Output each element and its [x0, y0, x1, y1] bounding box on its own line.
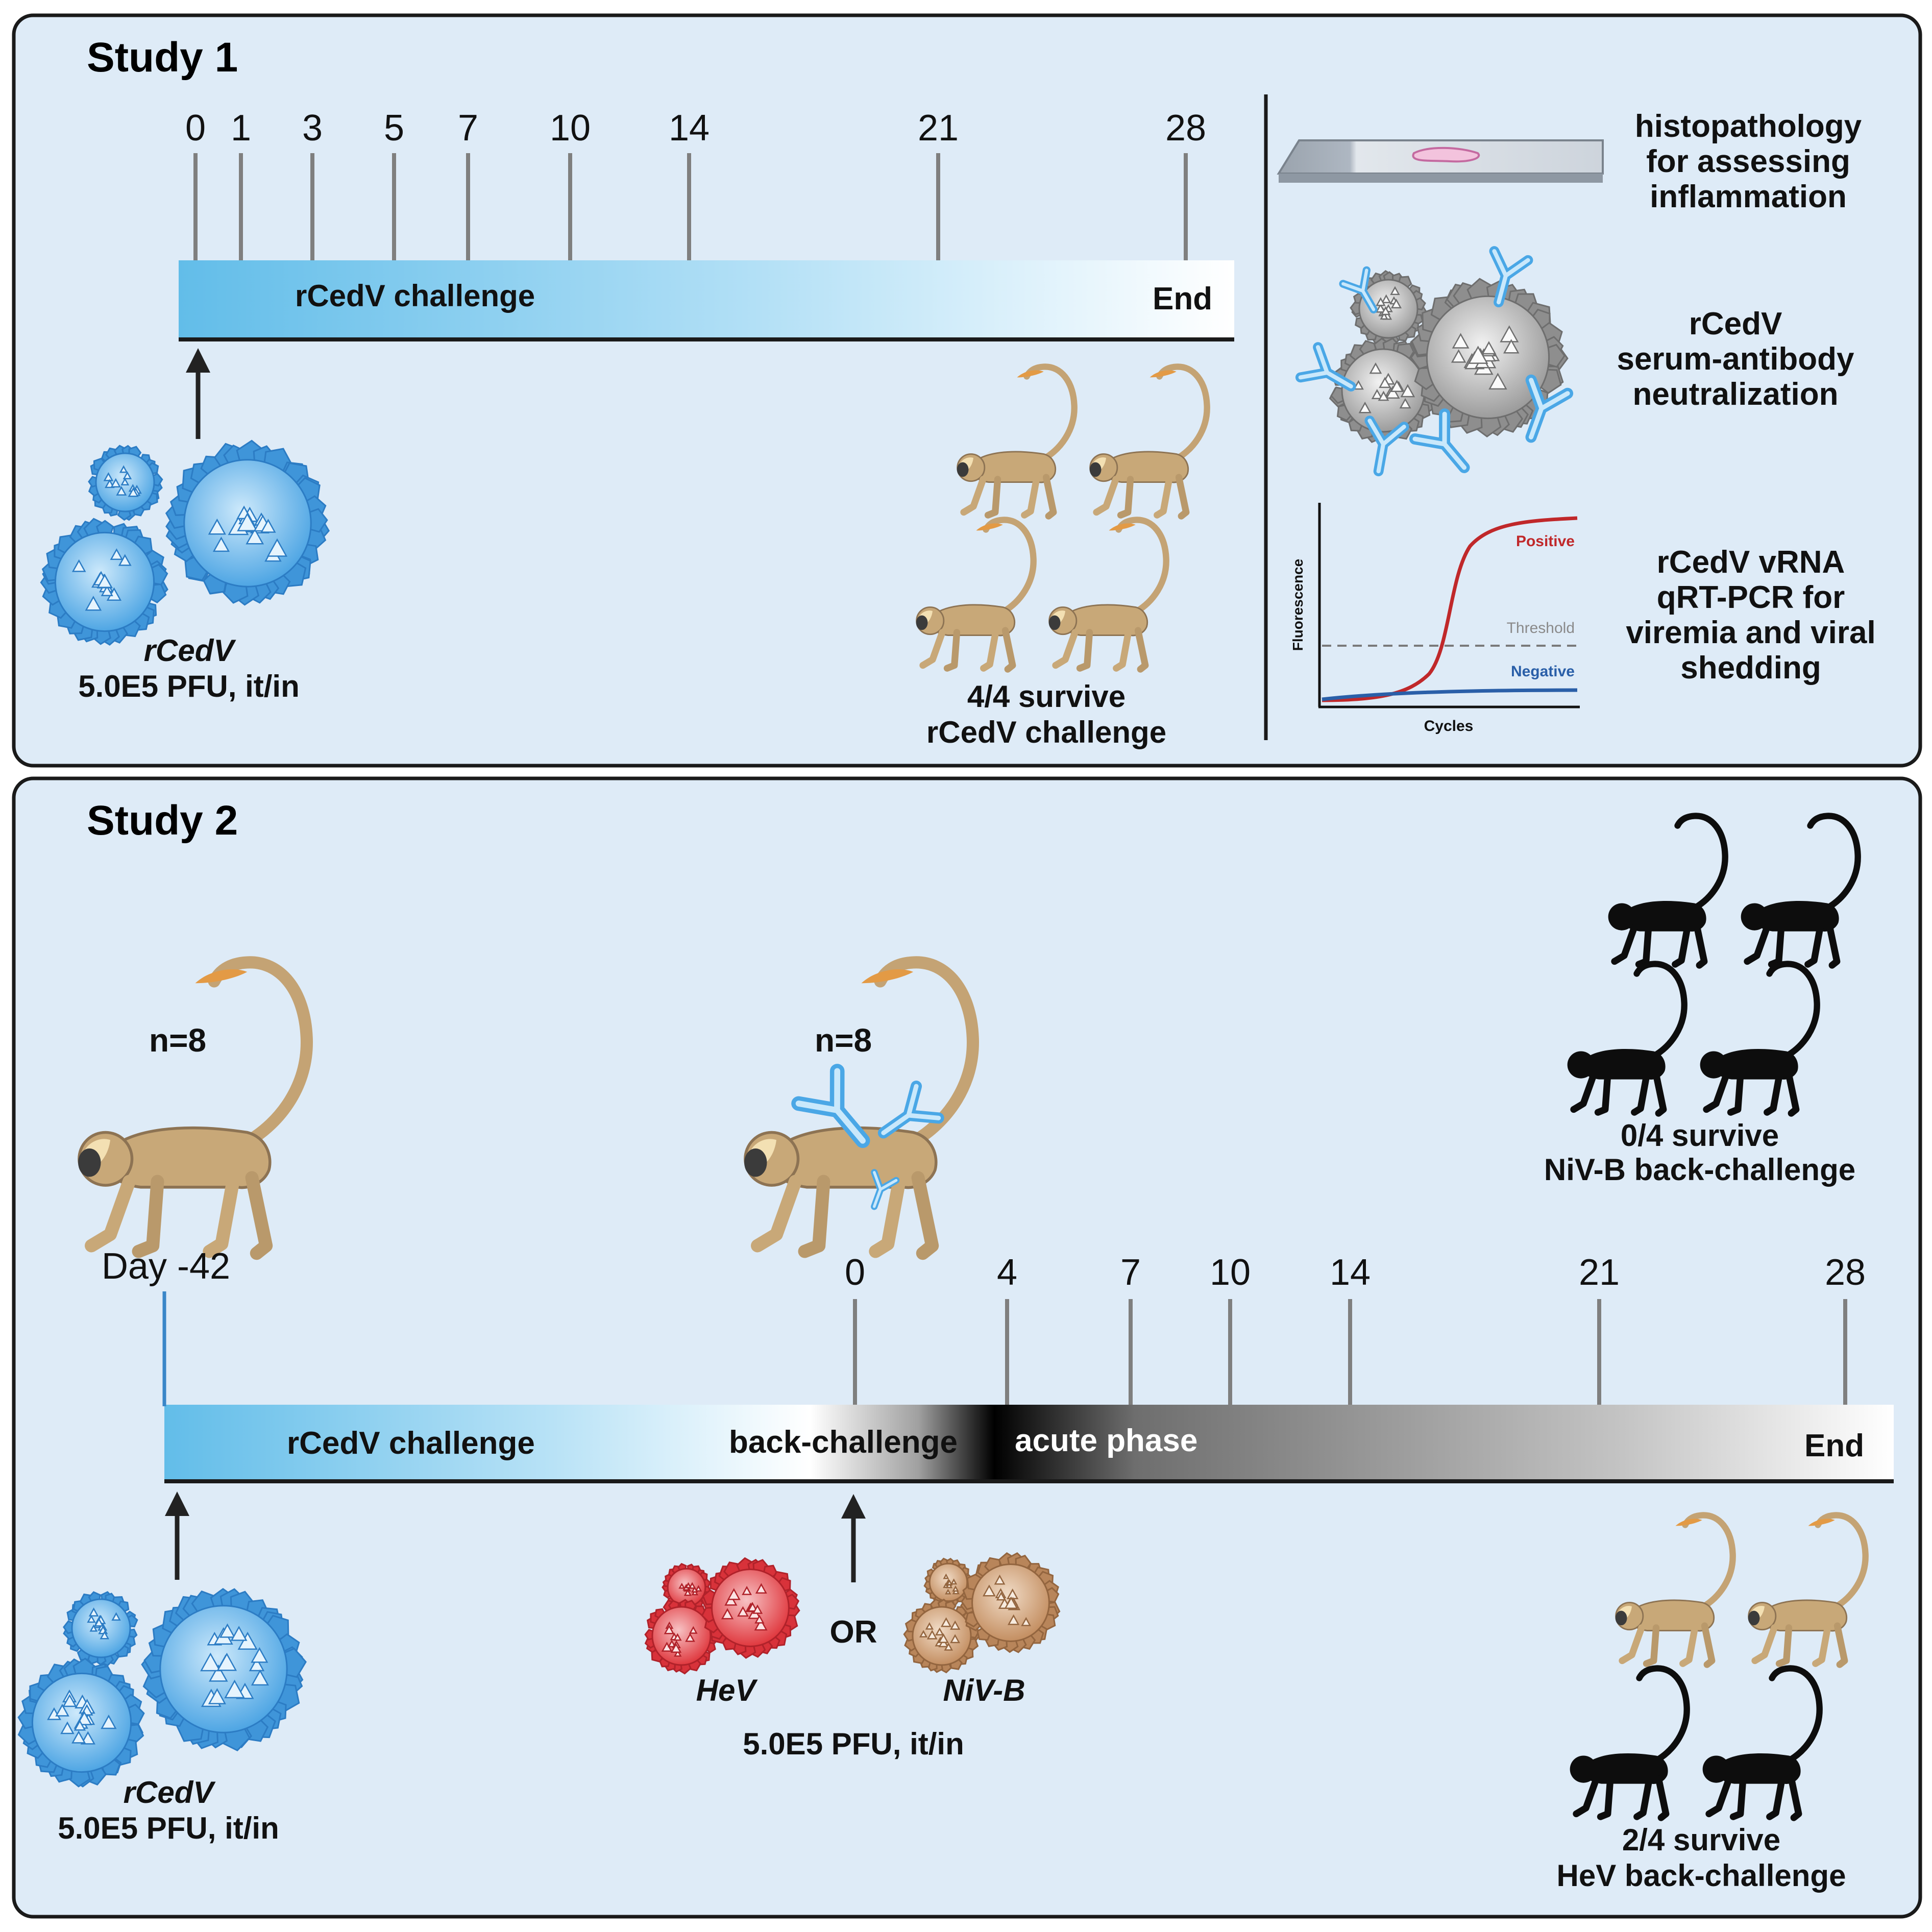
assay3-line1: rCedV vRNA [1657, 545, 1845, 580]
study2-rcedv-bar [164, 1405, 810, 1481]
study2-bar-label-1: rCedV challenge [287, 1426, 535, 1461]
assay1-line2: for assessing [1646, 144, 1850, 179]
virus-particle [662, 1562, 712, 1612]
study2-tick-label-day-28: 28 [1825, 1252, 1866, 1293]
virus-particle [923, 1557, 973, 1608]
virus-particle [644, 1599, 719, 1675]
qpcr-negative-label: Negative [1511, 663, 1575, 680]
qpcr-plot-icon: Positive Threshold Negative Cycles Fluor… [1290, 503, 1580, 735]
study1-challenge-bar [179, 260, 1234, 339]
niv-virus-icon [903, 1552, 1061, 1674]
study2-tick-label-day-4: 4 [997, 1252, 1017, 1293]
study1-tick-label-day-0: 0 [185, 108, 206, 149]
qpcr-negative-curve [1322, 688, 1578, 701]
study2-tick-label-day-14: 14 [1330, 1252, 1371, 1293]
virus-particle [141, 1587, 307, 1752]
study1-tick-label-day-28: 28 [1165, 108, 1206, 149]
study1-tick-label-day-1: 1 [231, 108, 251, 149]
histology-slide-icon [1277, 139, 1604, 183]
study1-bar-label: rCedV challenge [295, 279, 535, 313]
study1-tick-label-day-5: 5 [384, 108, 404, 149]
study1-end-label: End [1153, 281, 1212, 316]
study2-end-label: End [1804, 1428, 1864, 1463]
virus-particle [700, 1557, 800, 1659]
virus-particle [88, 445, 163, 521]
virus-particle [960, 1552, 1061, 1653]
virus-particle [17, 1657, 145, 1788]
qpcr-xlabel: Cycles [1424, 718, 1474, 735]
study1-inoculum-dose: 5.0E5 PFU, it/in [78, 669, 299, 703]
study2-hev-survival-line1: 2/4 survive [1622, 1823, 1780, 1857]
study2-hev-survival-line2: HeV back-challenge [1557, 1858, 1846, 1893]
assay1-line1: histopathology [1635, 109, 1862, 144]
study2-hev-label: HeV [696, 1673, 759, 1707]
study2-tick-label-day-21: 21 [1579, 1252, 1620, 1293]
virus-particle [165, 439, 330, 606]
study2-bar-label-3: acute phase [1015, 1423, 1197, 1458]
study2-day-ticks: 0 4 7 10 14 21 28 [845, 1252, 1866, 1405]
study2-niv-survival-line1: 0/4 survive [1621, 1118, 1779, 1153]
qpcr-ylabel: Fluorescence [1290, 559, 1306, 651]
virus-particle [63, 1591, 138, 1667]
antibody-neutralization-icon [1301, 251, 1568, 480]
study1-tick-label-day-21: 21 [918, 108, 959, 149]
study1-tick-label-day-14: 14 [669, 108, 710, 149]
qpcr-positive-label: Positive [1516, 533, 1575, 550]
study2-niv-label: NiV-B [943, 1673, 1025, 1707]
assay2-line3: neutralization [1632, 377, 1838, 412]
study1-title: Study 1 [87, 34, 238, 81]
study1-tick-label-day-3: 3 [302, 108, 323, 149]
study1-tick-label-day-10: 10 [550, 108, 591, 149]
study2-or-label: OR [830, 1615, 877, 1650]
hev-virus-icon [644, 1557, 800, 1675]
study2-n-label-1: n=8 [149, 1022, 206, 1059]
assay3-line4: shedding [1680, 650, 1821, 686]
rcedv-virus-icon [17, 1587, 307, 1788]
study2-acute-bar [810, 1405, 1894, 1481]
study2-rcedv-arrow [165, 1491, 189, 1580]
qpcr-threshold-label: Threshold [1507, 620, 1575, 637]
assay2-line1: rCedV [1689, 306, 1782, 341]
study1-tick-label-day-7: 7 [458, 108, 478, 149]
study2-panel: Study 2 n=8 n=8 0/4 survive NiV-B back-c… [12, 776, 1922, 1919]
study1-inoculation-arrow [186, 348, 210, 439]
assay3-line3: viremia and viral [1626, 615, 1875, 650]
study1-panel-frame [12, 13, 1922, 768]
assay3-line2: qRT-PCR for [1657, 580, 1845, 615]
study1-survival-line1: 4/4 survive [967, 679, 1126, 714]
study1-survival-line2: rCedV challenge [926, 715, 1166, 749]
study2-inoculum-name: rCedV [124, 1775, 216, 1809]
study2-tick-label-day-0: 0 [845, 1252, 865, 1293]
assay1-line3: inflammation [1650, 179, 1847, 214]
study2-niv-survival-line2: NiV-B back-challenge [1544, 1153, 1855, 1187]
study2-back-dose: 5.0E5 PFU, it/in [743, 1727, 964, 1761]
study2-title: Study 2 [87, 797, 238, 844]
rcedv-virus-icon [40, 439, 330, 646]
virus-particle [1410, 278, 1569, 438]
study2-tick-label-day-7: 7 [1120, 1252, 1141, 1293]
study2-n-label-2: n=8 [815, 1022, 872, 1059]
study2-day-start-label: Day -42 [102, 1246, 230, 1287]
study2-tick-label-day-10: 10 [1210, 1252, 1251, 1293]
assay2-line2: serum-antibody [1617, 341, 1854, 377]
study2-timeline: Day -42 0 4 7 10 14 21 28 rCedV challenge back… [102, 1246, 1894, 1582]
study2-bar-label-2: back-challenge [729, 1425, 958, 1460]
study2-inoculum-dose: 5.0E5 PFU, it/in [58, 1811, 279, 1845]
virus-particle [40, 518, 168, 646]
study2-backchallenge-arrow [841, 1494, 866, 1582]
study1-inoculum-name: rCedV [144, 633, 237, 668]
study2-panel-frame [12, 776, 1922, 1919]
